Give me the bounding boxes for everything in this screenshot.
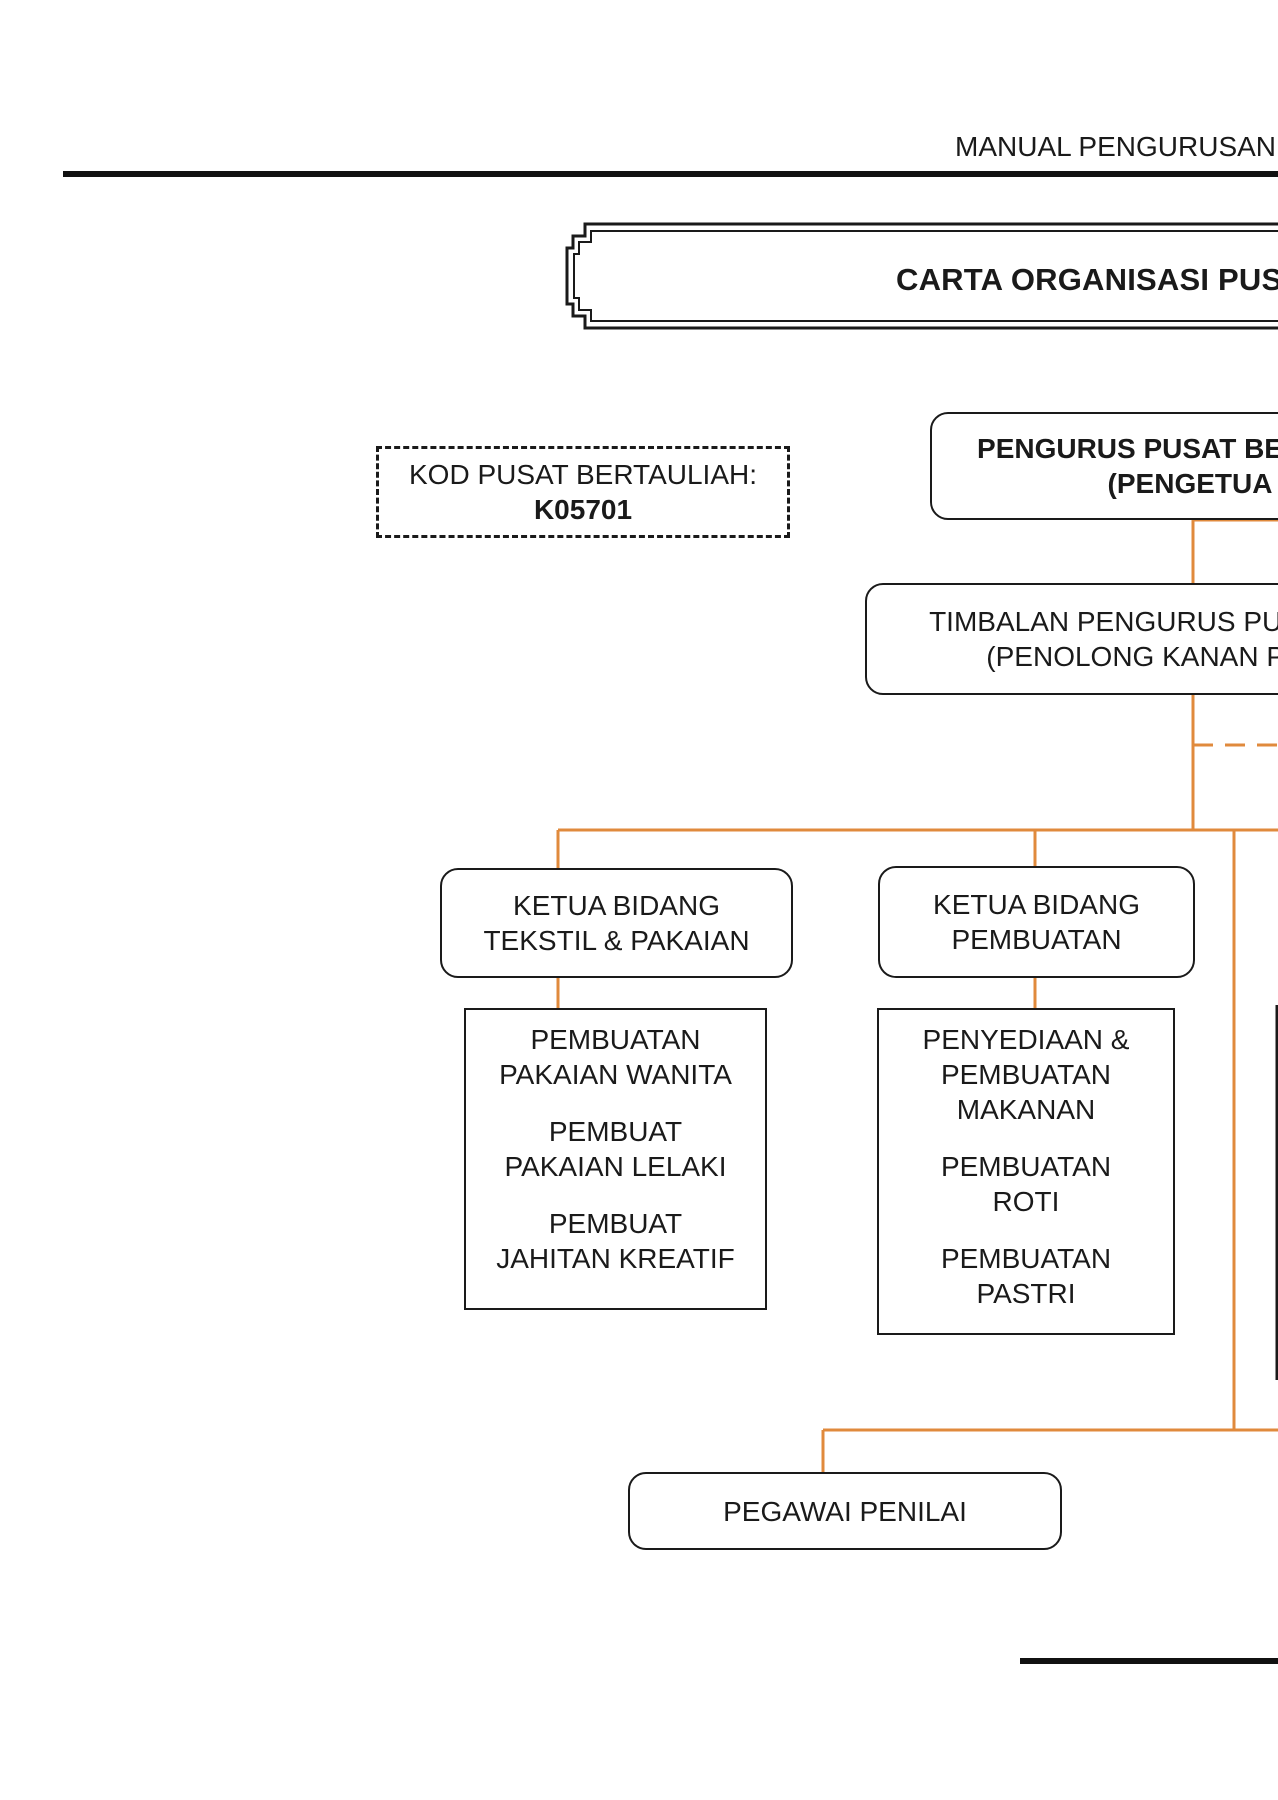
node-ketua-pembuatan: KETUA BIDANG PEMBUATAN: [878, 866, 1195, 978]
center-code-label: KOD PUSAT BERTAULIAH:: [408, 459, 758, 490]
program-item: PEMBUATAN ROTI: [941, 1149, 1111, 1219]
programs-pembuatan-box: PENYEDIAAN & PEMBUATAN MAKANAN PEMBUATAN…: [877, 1008, 1175, 1335]
node-pegawai-penilai: PEGAWAI PENILAI: [628, 1472, 1062, 1550]
document-header: MANUAL PENGURUSAN: [955, 131, 1277, 162]
program-line: PENYEDIAAN &: [922, 1024, 1130, 1055]
program-item: PEMBUATAN PASTRI: [941, 1241, 1111, 1311]
program-line: PASTRI: [976, 1278, 1076, 1309]
program-line: PEMBUATAN: [940, 1059, 1112, 1090]
program-item: PEMBUAT PAKAIAN LELAKI: [504, 1114, 726, 1184]
node-ketua-tekstil-line1: KETUA BIDANG: [513, 890, 720, 921]
program-line: PEMBUATAN: [940, 1243, 1112, 1274]
node-pengurus-line2: (PENGETUA: [1107, 468, 1273, 499]
node-timbalan-line2: (PENOLONG KANAN PE: [986, 641, 1278, 672]
program-line: PEMBUATAN: [940, 1151, 1112, 1182]
program-line: ROTI: [992, 1186, 1060, 1217]
program-item: PENYEDIAAN & PEMBUATAN MAKANAN: [923, 1022, 1130, 1127]
program-line: PEMBUAT: [548, 1208, 683, 1239]
node-pengurus-line1: PENGURUS PUSAT BE: [977, 433, 1278, 464]
center-code-value: K05701: [533, 494, 633, 525]
node-ketua-pembuatan-line2: PEMBUATAN: [951, 924, 1122, 955]
node-pegawai-penilai-label: PEGAWAI PENILAI: [723, 1495, 967, 1527]
program-item: PEMBUATAN PAKAIAN WANITA: [499, 1022, 732, 1092]
node-ketua-pembuatan-line1: KETUA BIDANG: [933, 889, 1140, 920]
header-rule: [63, 171, 1278, 177]
program-line: PEMBUAT: [548, 1116, 683, 1147]
title-frame: [565, 222, 1278, 330]
program-line: PAKAIAN WANITA: [499, 1059, 732, 1090]
program-line: PAKAIAN LELAKI: [504, 1151, 727, 1182]
node-timbalan-pengurus: TIMBALAN PENGURUS PUS (PENOLONG KANAN PE: [865, 583, 1278, 695]
node-ketua-tekstil-line2: TEKSTIL & PAKAIAN: [483, 925, 750, 956]
chart-title: CARTA ORGANISASI PUSA: [896, 262, 1278, 297]
program-item: PEMBUAT JAHITAN KREATIF: [496, 1206, 735, 1276]
programs-tekstil-box: PEMBUATAN PAKAIAN WANITA PEMBUAT PAKAIAN…: [464, 1008, 767, 1310]
program-line: JAHITAN KREATIF: [496, 1243, 735, 1274]
node-ketua-tekstil: KETUA BIDANG TEKSTIL & PAKAIAN: [440, 868, 793, 978]
footer-rule: [1020, 1658, 1278, 1664]
center-code-box: KOD PUSAT BERTAULIAH: K05701: [376, 446, 790, 538]
node-pengurus-pusat: PENGURUS PUSAT BE (PENGETUA: [930, 412, 1278, 520]
program-line: PEMBUATAN: [530, 1024, 701, 1055]
program-line: MAKANAN: [956, 1094, 1096, 1125]
node-timbalan-line1: TIMBALAN PENGURUS PUS: [929, 606, 1278, 637]
